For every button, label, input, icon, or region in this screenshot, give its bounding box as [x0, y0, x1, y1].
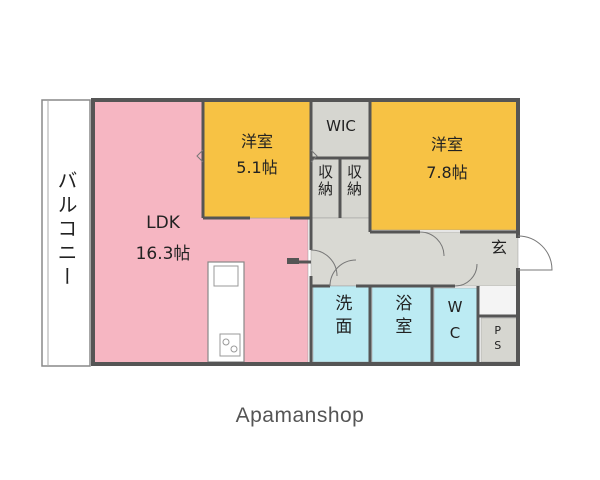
bedroom-1-size-label: 5.1帖 [236, 158, 278, 177]
closet-2 [339, 157, 371, 219]
washroom-room [312, 285, 370, 363]
wic-label: WIC [326, 117, 356, 135]
balcony-label: バルコニー [54, 170, 78, 290]
wic-room [310, 99, 371, 159]
brand-logo-text: Apamanshop [235, 404, 365, 427]
balcony-area [41, 99, 91, 367]
bedroom-1-name-label: 洋室 [240, 132, 273, 151]
bedroom-2-name-label: 洋室 [430, 135, 463, 154]
closet-1-label: 収納 [316, 164, 334, 198]
bath-label: 浴室 [391, 294, 412, 340]
washroom-label: 洗面 [331, 294, 352, 340]
closet-2-label: 収納 [345, 164, 363, 198]
wc-room [433, 287, 478, 363]
ldk-size-label: 16.3帖 [135, 244, 191, 264]
ps-label: PS [491, 324, 505, 354]
stove-icon [219, 333, 241, 357]
entrance-step [480, 286, 517, 316]
entrance-label: 玄 [490, 238, 507, 257]
bedroom-2-size-label: 7.8帖 [426, 163, 468, 182]
wc-label: WC [446, 298, 464, 350]
ldk-name-label: LDK [146, 213, 180, 233]
